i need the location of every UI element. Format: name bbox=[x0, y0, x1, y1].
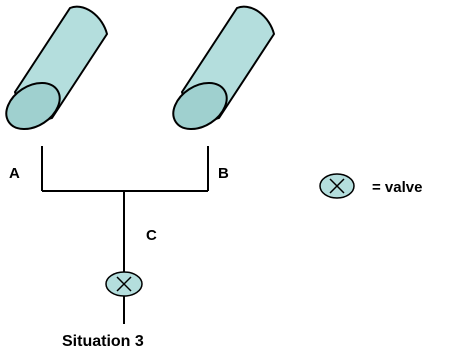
tank-b bbox=[172, 5, 276, 131]
diagram-caption: Situation 3 bbox=[62, 333, 144, 350]
label-a: A bbox=[9, 165, 20, 182]
valve-icon bbox=[105, 271, 143, 297]
legend-valve-icon bbox=[319, 173, 355, 199]
legend-label: = valve bbox=[372, 179, 422, 196]
label-b: B bbox=[218, 165, 229, 182]
pipe-network bbox=[41, 146, 209, 324]
tank-a bbox=[5, 5, 109, 131]
label-c: C bbox=[146, 227, 157, 244]
